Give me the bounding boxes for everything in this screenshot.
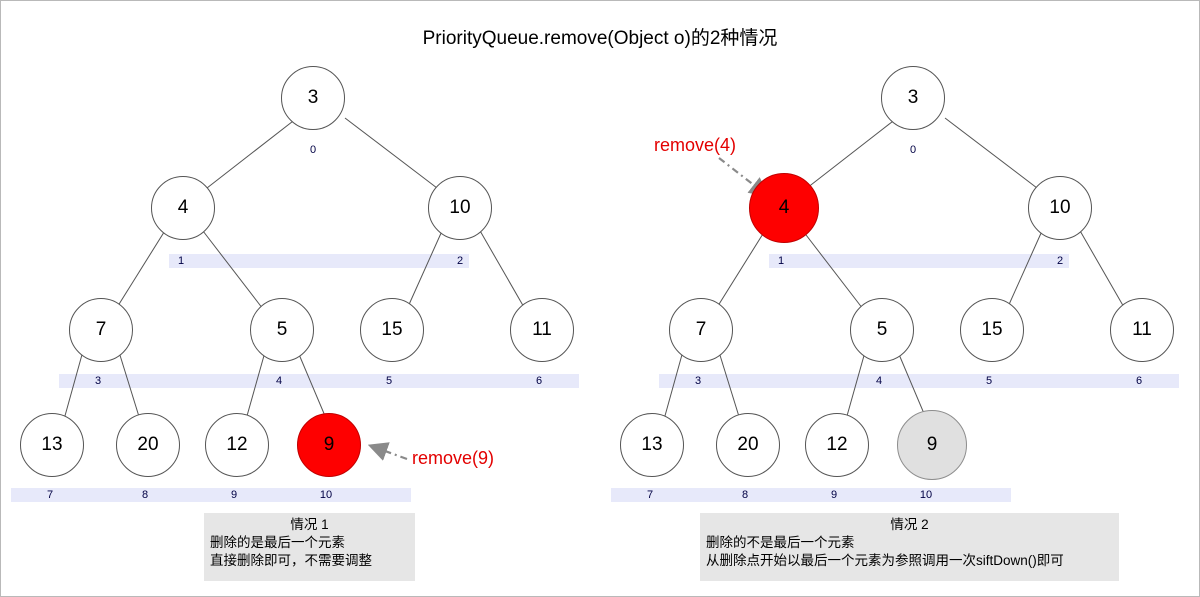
node-index: 3 [94, 375, 102, 387]
caption-line: 删除的是最后一个元素 [210, 535, 345, 550]
node-index: 3 [694, 375, 702, 387]
caption-case-2: 情况 2 删除的不是最后一个元素 从删除点开始以最后一个元素为参照调用一次sif… [700, 513, 1119, 581]
node-index: 4 [275, 375, 283, 387]
node-index: 0 [309, 144, 317, 156]
index-band-right-row3 [659, 374, 1179, 388]
remove-annotation-left: remove(9) [412, 448, 495, 468]
node-index: 6 [1135, 375, 1143, 387]
tree-node[interactable]: 7 [669, 298, 733, 362]
node-index: 9 [830, 489, 838, 501]
tree-node[interactable]: 5 [850, 298, 914, 362]
node-index: 7 [46, 489, 54, 501]
tree-node[interactable]: 10 [1028, 176, 1092, 240]
page-title: PriorityQueue.remove(Object o)的2种情况 [422, 28, 778, 49]
tree-node[interactable]: 15 [960, 298, 1024, 362]
node-index: 8 [141, 489, 149, 501]
tree-node-last[interactable]: 9 [897, 410, 967, 480]
node-index: 2 [1056, 255, 1064, 267]
tree-node[interactable]: 12 [805, 413, 869, 477]
remove-annotation-right: remove(4) [654, 135, 737, 155]
tree-node[interactable]: 3 [881, 66, 945, 130]
tree-node[interactable]: 15 [360, 298, 424, 362]
caption-line: 从删除点开始以最后一个元素为参照调用一次siftDown()即可 [706, 553, 1064, 568]
caption-case-1: 情况 1 删除的是最后一个元素 直接删除即可，不需要调整 [204, 513, 415, 581]
node-index: 1 [777, 255, 785, 267]
tree-node[interactable]: 5 [250, 298, 314, 362]
tree-node[interactable]: 20 [716, 413, 780, 477]
node-index: 10 [919, 489, 933, 501]
index-band-right-row2 [769, 254, 1069, 268]
caption-line: 删除的不是最后一个元素 [706, 535, 855, 550]
tree-node-removed[interactable]: 9 [297, 413, 361, 477]
tree-node[interactable]: 20 [116, 413, 180, 477]
index-band-left-row4 [11, 488, 411, 502]
node-index: 8 [741, 489, 749, 501]
tree-node[interactable]: 11 [1110, 298, 1174, 362]
index-band-left-row3 [59, 374, 579, 388]
tree-node-target[interactable]: 4 [749, 173, 819, 243]
index-band-left-row2 [169, 254, 469, 268]
tree-node[interactable]: 10 [428, 176, 492, 240]
node-index: 10 [319, 489, 333, 501]
caption-line: 直接删除即可，不需要调整 [210, 553, 372, 568]
tree-node[interactable]: 7 [69, 298, 133, 362]
caption-title: 情况 2 [890, 517, 929, 532]
tree-node[interactable]: 12 [205, 413, 269, 477]
node-index: 0 [909, 144, 917, 156]
node-index: 5 [985, 375, 993, 387]
node-index: 5 [385, 375, 393, 387]
index-band-right-row4 [611, 488, 1011, 502]
node-index: 6 [535, 375, 543, 387]
tree-node[interactable]: 4 [151, 176, 215, 240]
tree-node[interactable]: 11 [510, 298, 574, 362]
node-index: 9 [230, 489, 238, 501]
tree-node[interactable]: 3 [281, 66, 345, 130]
node-index: 7 [646, 489, 654, 501]
tree-node[interactable]: 13 [620, 413, 684, 477]
node-index: 2 [456, 255, 464, 267]
tree-node[interactable]: 13 [20, 413, 84, 477]
node-index: 4 [875, 375, 883, 387]
caption-title: 情况 1 [290, 517, 329, 532]
node-index: 1 [177, 255, 185, 267]
